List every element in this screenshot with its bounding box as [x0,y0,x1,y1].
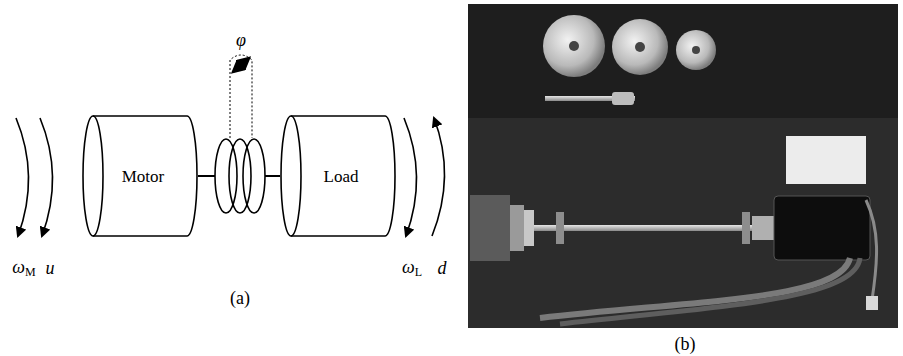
spring-coil [243,139,265,213]
inertia-disc [543,15,605,77]
load-motor [774,196,870,260]
symbol-label: (a) [230,289,250,307]
disc-hub [569,41,579,51]
dotted-guide [230,55,252,138]
symbol-label: ωM [12,258,35,278]
spring-coil [215,139,237,213]
cylinder-end [83,116,103,236]
cylinder-body [93,116,197,236]
photo-illustration [468,4,898,328]
cylinder-block: Motor [82,115,198,237]
drive-motor [470,195,510,261]
symbol-label: φ [236,31,246,49]
shaft-connector [198,175,280,177]
twist-indicator [230,55,252,138]
cable [866,200,877,300]
symbol-label: (b) [675,335,696,353]
connector-clip [866,296,878,310]
bearing-block [742,212,750,244]
rotation-arrows [16,118,445,236]
block-label: Motor [122,168,165,185]
flexible-shaft [534,225,770,231]
twist-arrow [233,58,249,72]
rotation-arrow [40,118,53,236]
disc-hub [635,42,645,52]
bearing-block [556,212,564,244]
rotation-arrow [16,118,29,236]
spare-coupling [612,92,634,105]
symbol-label: u [46,259,55,277]
block-label: Load [324,168,359,185]
cylinder-body [291,116,395,236]
inertia-disc [676,30,716,70]
coupling [524,210,534,246]
motor-flange [510,205,524,251]
torsion-spring [215,139,265,213]
symbol-label: d [438,259,447,277]
cylinder-end [281,116,301,236]
base-plate [468,118,898,328]
sticker [786,136,866,184]
cable [560,258,860,324]
inertia-disc [612,19,668,75]
symbol-label: ωL [402,258,422,278]
photo-background [468,4,898,328]
cylinder-block: Load [280,115,396,237]
rotation-arrow [404,118,417,236]
disc-hub [692,46,700,54]
coupling [752,216,774,240]
spring-coil [229,139,251,213]
rotation-arrow [432,118,445,236]
